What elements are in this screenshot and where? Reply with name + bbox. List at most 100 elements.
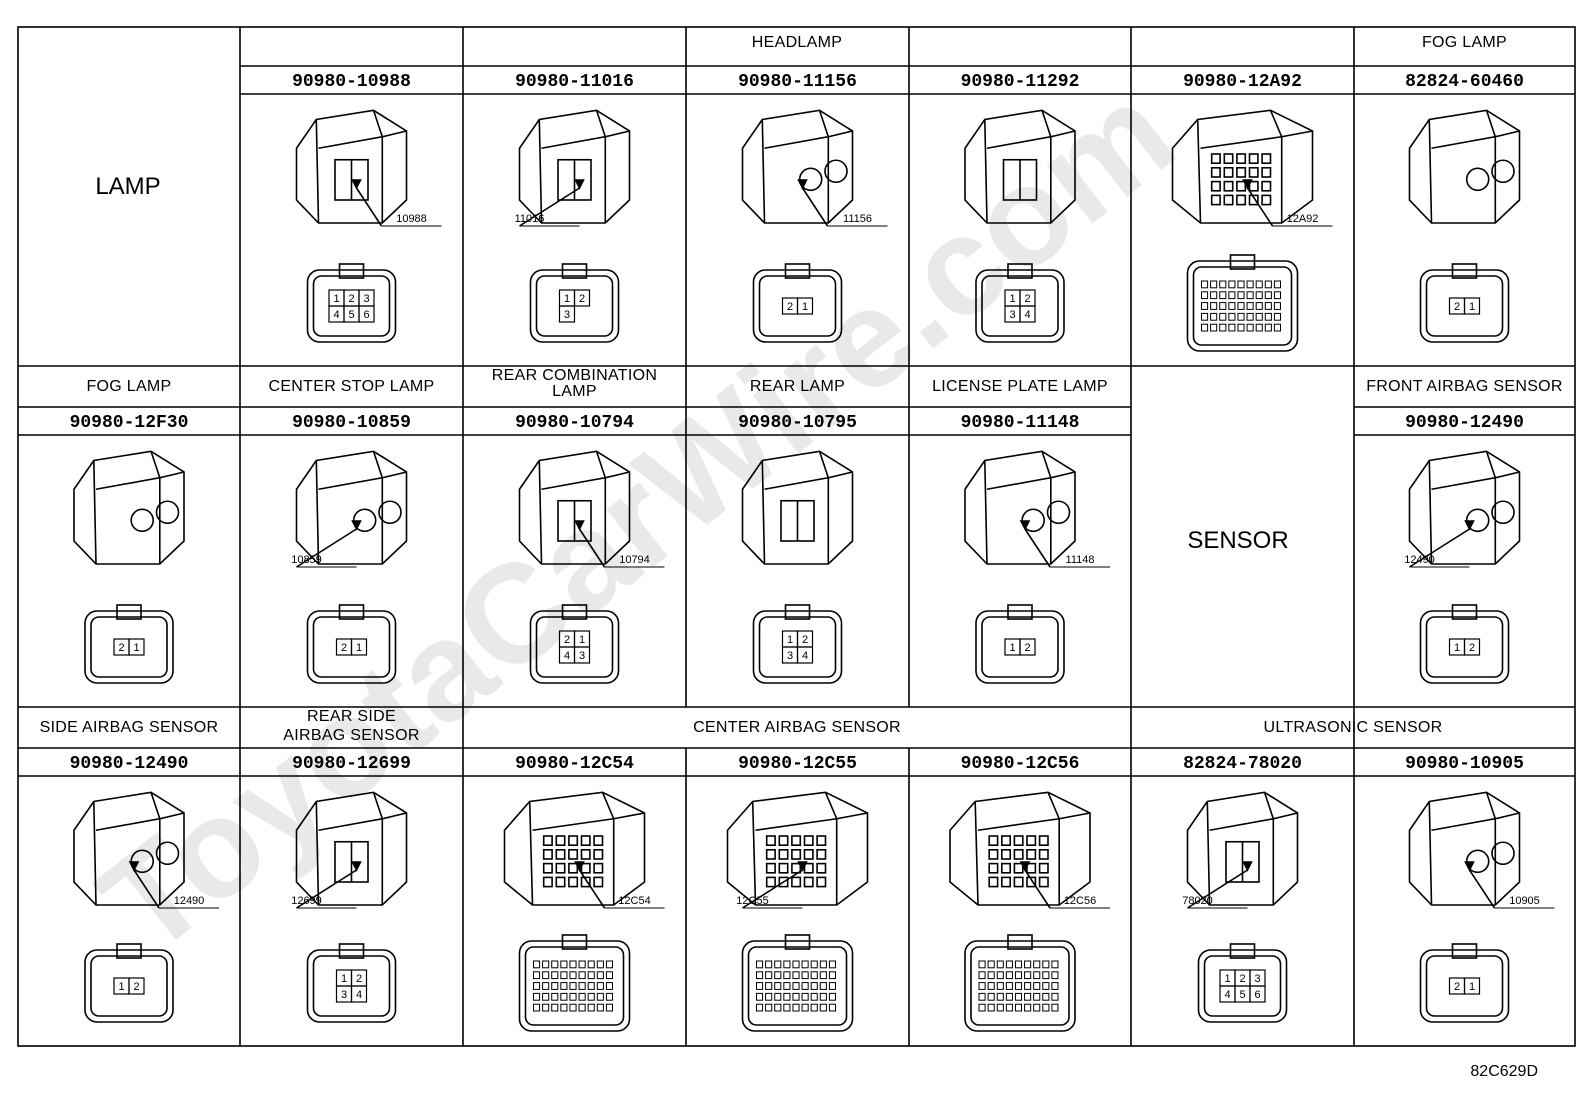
figure-id: 82C629D: [1470, 1063, 1538, 1080]
pin-number: 1: [1009, 293, 1015, 305]
callout-label: 10988: [396, 213, 427, 225]
connector-drawing: [1408, 109, 1521, 343]
pin-number: 5: [1239, 989, 1245, 1001]
connector-drawing: [73, 791, 219, 1023]
callout-label: 12490: [174, 895, 205, 907]
group-label: CENTER STOP LAMP: [268, 378, 434, 395]
part-number: 90980-12490: [1405, 413, 1524, 433]
pin-number: 2: [579, 293, 585, 305]
pin-number: 5: [348, 309, 354, 321]
part-number: 90980-12F30: [70, 413, 189, 433]
pin-number: 1: [564, 293, 570, 305]
pin-number: 4: [356, 989, 362, 1001]
part-number: 90980-11292: [961, 72, 1080, 92]
connector-drawing: [295, 109, 442, 343]
pin-number: 2: [1454, 301, 1460, 313]
connector-drawing: [1408, 450, 1521, 684]
category-lamp-label: LAMP: [95, 173, 160, 200]
connector-drawing: [1186, 791, 1299, 1023]
part-number: 90980-11016: [515, 72, 634, 92]
pin-number: 3: [787, 650, 793, 662]
pin-number: 1: [579, 634, 585, 646]
part-number: 82824-60460: [1405, 72, 1524, 92]
pin-number: 2: [341, 642, 347, 654]
connector-drawing: [73, 450, 185, 684]
group-label: ULTRASONIC SENSOR: [1263, 719, 1442, 736]
pin-number: 3: [1009, 309, 1015, 321]
pin-number: 6: [363, 309, 369, 321]
callout-label: 12C54: [618, 895, 650, 907]
connector-drawing: [295, 450, 408, 684]
pin-number: 1: [333, 293, 339, 305]
part-number: 90980-10859: [292, 413, 411, 433]
connector-drawing: [518, 109, 631, 343]
connector-drawing: [741, 450, 854, 684]
callout-label: 12C56: [1064, 895, 1096, 907]
callout-label: 11148: [1066, 554, 1095, 566]
grid-lines: [17, 26, 1576, 1047]
group-label: LICENSE PLATE LAMP: [932, 378, 1108, 395]
connector-drawing: [1171, 109, 1333, 352]
group-label: FOG LAMP: [86, 378, 171, 395]
callout-label: 12C55: [736, 895, 768, 907]
connector-drawing: [949, 791, 1110, 1032]
pin-number: 1: [1469, 981, 1475, 993]
part-number: 90980-12699: [292, 754, 411, 774]
pin-number: 1: [341, 973, 347, 985]
part-number: 90980-10794: [515, 413, 634, 433]
part-number: 90980-10905: [1405, 754, 1524, 774]
connector-drawing: [726, 791, 869, 1032]
part-number: 90980-11148: [961, 413, 1080, 433]
group-label: FRONT AIRBAG SENSOR: [1366, 378, 1563, 395]
pin-number: 2: [1024, 293, 1030, 305]
pin-number: 4: [333, 309, 339, 321]
callout-label: 10905: [1509, 895, 1540, 907]
connector-drawing: [295, 791, 408, 1023]
pin-number: 2: [1239, 973, 1245, 985]
pin-number: 1: [356, 642, 362, 654]
pin-number: 2: [1454, 981, 1460, 993]
pin-number: 1: [118, 981, 124, 993]
pin-number: 1: [787, 634, 793, 646]
callout-label: 10859: [291, 554, 322, 566]
callout-label: 12699: [291, 895, 322, 907]
pin-number: 1: [1469, 301, 1475, 313]
pin-number: 6: [1254, 989, 1260, 1001]
pin-number: 3: [579, 650, 585, 662]
connector-drawing: [1408, 791, 1555, 1023]
callout-label: 78020: [1182, 895, 1213, 907]
group-label: HEADLAMP: [752, 34, 842, 51]
connector-drawing: [964, 450, 1110, 684]
pin-number: 2: [1469, 642, 1475, 654]
pin-number: 2: [356, 973, 362, 985]
pin-number: 1: [802, 301, 808, 313]
pin-number: 1: [1009, 642, 1015, 654]
part-number: 90980-12C56: [961, 754, 1080, 774]
callout-label: 12A92: [1287, 213, 1319, 225]
connector-drawing: [503, 791, 665, 1032]
callout-label: 10794: [619, 554, 650, 566]
pin-number: 1: [133, 642, 139, 654]
watermark-text: ToyotaCarWire.com: [72, 53, 1202, 984]
pin-number: 2: [802, 634, 808, 646]
pin-number: 2: [787, 301, 793, 313]
callout-label: 11156: [843, 213, 872, 225]
pin-number: 4: [802, 650, 808, 662]
callout-label: 11016: [515, 213, 545, 225]
pin-number: 4: [564, 650, 570, 662]
pin-number: 3: [363, 293, 369, 305]
pin-number: 4: [1024, 309, 1030, 321]
connector-drawing: [964, 109, 1076, 343]
pin-number: 3: [564, 309, 570, 321]
part-number: 90980-10795: [738, 413, 857, 433]
part-number: 82824-78020: [1183, 754, 1302, 774]
part-number: 90980-12A92: [1183, 72, 1302, 92]
connector-drawing: [518, 450, 665, 684]
pin-number: 3: [341, 989, 347, 1001]
pin-number: 2: [133, 981, 139, 993]
category-sensor-label: SENSOR: [1187, 527, 1288, 554]
part-number: 90980-10988: [292, 72, 411, 92]
